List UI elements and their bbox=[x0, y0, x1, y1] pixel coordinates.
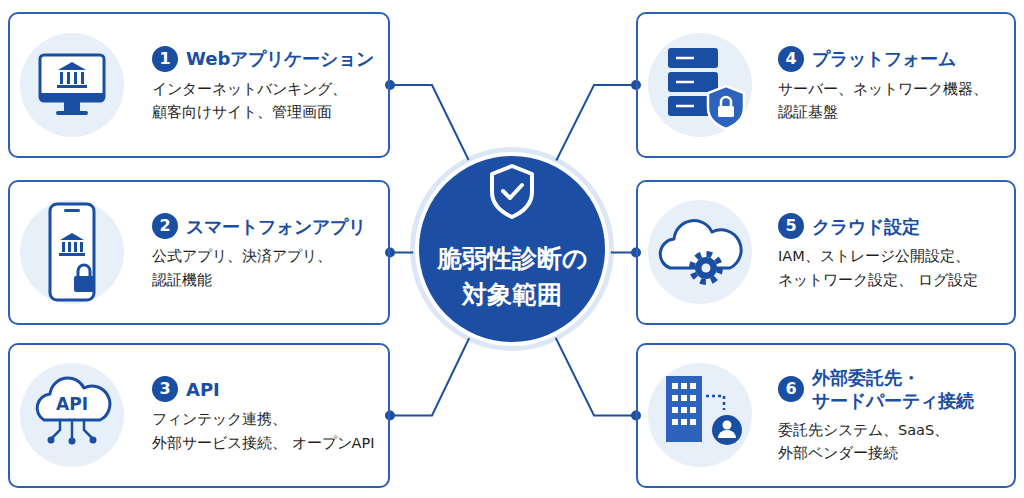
box-heading: 4 プラットフォーム bbox=[778, 46, 1006, 72]
callout-number: 3 bbox=[152, 376, 178, 402]
phone-lock-icon bbox=[20, 200, 124, 304]
connector-dot bbox=[385, 80, 395, 90]
connector-line bbox=[390, 85, 469, 160]
box-body: インターネットバンキング、 顧客向けサイト、管理画面 bbox=[152, 78, 377, 124]
box-title: クラウド設定 bbox=[812, 215, 1006, 238]
box-heading: 6 外部委託先・ サードパーティ接続 bbox=[778, 366, 1006, 413]
box-title: Webアプリケーション bbox=[186, 47, 380, 70]
connector bbox=[556, 338, 641, 421]
callout-number: 1 bbox=[152, 46, 178, 72]
cloud-gear-icon bbox=[648, 200, 752, 304]
hub-node: 脆弱性診断の 対象範囲 bbox=[413, 150, 611, 348]
box-heading: 5 クラウド設定 bbox=[778, 213, 1006, 239]
scope-box: 1 Webアプリケーションインターネットバンキング、 顧客向けサイト、管理画面 bbox=[8, 12, 390, 158]
shield-icon bbox=[492, 166, 532, 217]
box-heading: 1 Webアプリケーション bbox=[152, 46, 380, 72]
box-body: 公式アプリ、決済アプリ、 認証機能 bbox=[152, 245, 377, 291]
callout-number: 4 bbox=[778, 46, 804, 72]
connector-dot bbox=[385, 248, 395, 258]
connector-dot bbox=[385, 411, 395, 421]
scope-box: 4 プラットフォームサーバー、ネットワーク機器、 認証基盤 bbox=[636, 12, 1016, 158]
box-title: API bbox=[186, 378, 380, 401]
icon-label: API bbox=[56, 394, 88, 414]
monitor-bank-icon bbox=[20, 33, 124, 137]
connector-line bbox=[556, 85, 636, 161]
connector-line bbox=[390, 338, 469, 415]
box-body: 委託先システム、SaaS、 外部ベンダー接続 bbox=[778, 419, 1003, 465]
box-heading: 2 スマートフォンアプリ bbox=[152, 213, 380, 239]
box-title: スマートフォンアプリ bbox=[186, 215, 380, 238]
building-person-icon bbox=[648, 363, 752, 467]
api-cloud-icon bbox=[20, 363, 124, 467]
hub-circle bbox=[419, 156, 605, 342]
callout-number: 5 bbox=[778, 213, 804, 239]
hub-ring bbox=[415, 152, 609, 346]
connector bbox=[385, 80, 469, 160]
scope-box: 3APIフィンテック連携、 外部サービス接続、 オープンAPI bbox=[8, 343, 390, 488]
scope-box: 2 スマートフォンアプリ公式アプリ、決済アプリ、 認証機能 bbox=[8, 180, 390, 325]
scope-box: 5 クラウド設定 IAM、ストレージ公開設定、 ネットワーク設定、 ログ設定 bbox=[636, 180, 1016, 325]
box-title: プラットフォーム bbox=[812, 47, 1006, 70]
hub-title: 脆弱性診断の 対象範囲 bbox=[427, 241, 597, 314]
box-title: 外部委託先・ サードパーティ接続 bbox=[812, 366, 1006, 413]
box-body: フィンテック連携、 外部サービス接続、 オープンAPI bbox=[152, 408, 377, 454]
server-shield-icon bbox=[648, 33, 752, 137]
connector-line bbox=[556, 338, 636, 416]
box-body: IAM、ストレージ公開設定、 ネットワーク設定、 ログ設定 bbox=[778, 245, 1003, 291]
callout-number: 2 bbox=[152, 213, 178, 239]
scope-box: 6 外部委託先・ サードパーティ接続委託先システム、SaaS、 外部ベンダー接続 bbox=[636, 343, 1016, 488]
connector bbox=[385, 338, 469, 420]
callout-number: 6 bbox=[778, 376, 804, 402]
connector bbox=[556, 80, 641, 161]
box-body: サーバー、ネットワーク機器、 認証基盤 bbox=[778, 78, 1003, 124]
hub-ring bbox=[410, 147, 614, 351]
box-heading: 3 API bbox=[152, 376, 380, 402]
